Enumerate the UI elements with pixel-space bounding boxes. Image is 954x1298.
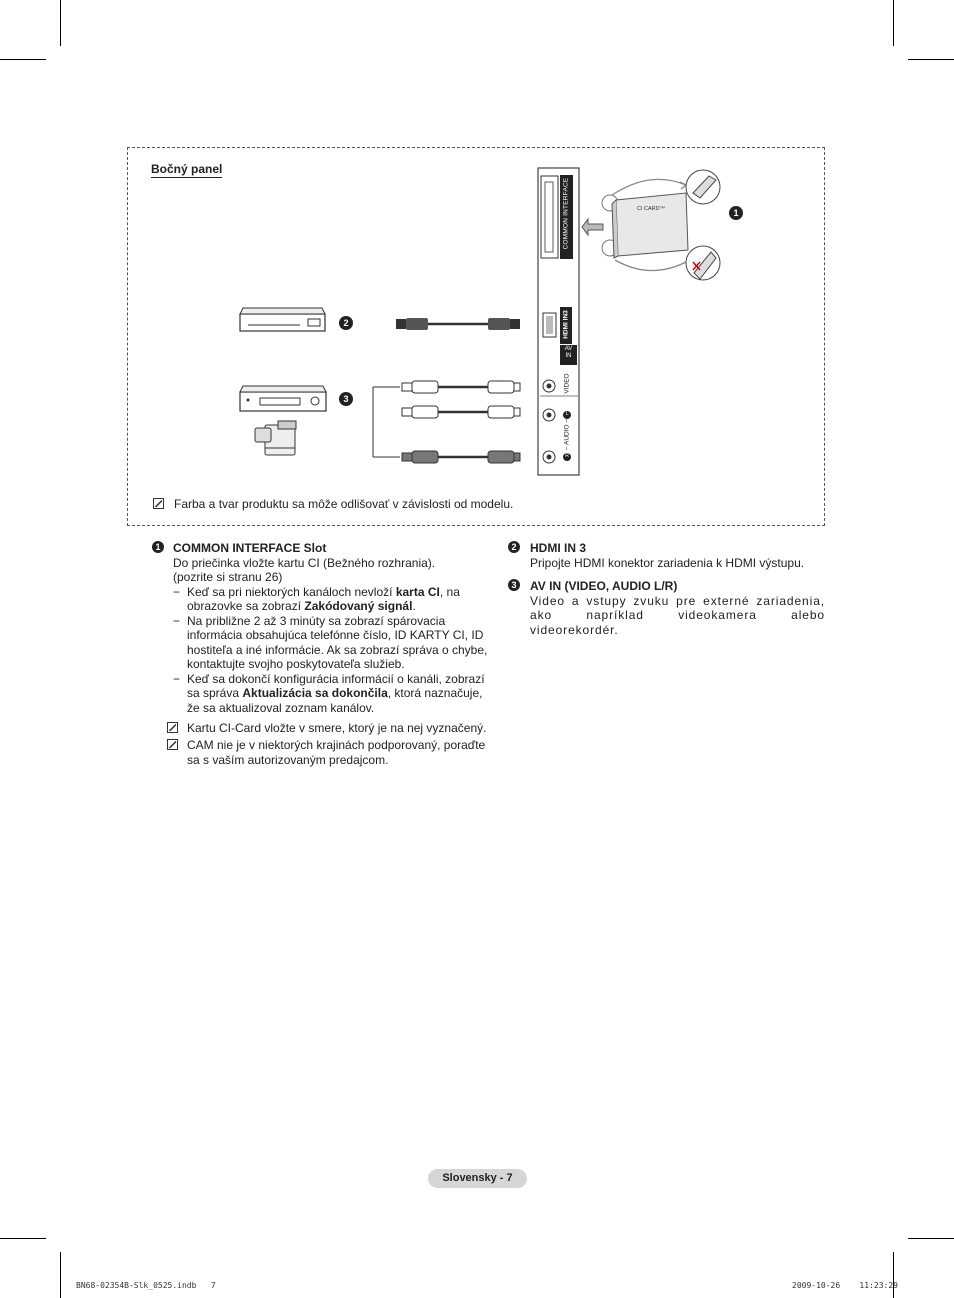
item-3-number: 3 [508, 579, 520, 591]
hdmi-port-label: HDMI IN3 [562, 310, 570, 339]
dash: − [173, 671, 181, 686]
rca-video [401, 380, 521, 394]
video-port-label: VIDEO [563, 373, 571, 394]
audio-port-label: – AUDIO – [563, 418, 571, 451]
date-slug: 2009-10-26 11:23:29 [792, 1281, 898, 1290]
ci-card-illustration [581, 169, 721, 281]
item-1-note-2: CAM nie je v niektorých krajinách podpor… [187, 738, 486, 767]
item-2-block: HDMI IN 3 Pripojte HDMI konektor zariade… [530, 541, 825, 570]
item-2-number: 2 [508, 541, 520, 553]
frame-note: Farba a tvar produktu sa môže odlišovať … [174, 497, 514, 511]
side-panel [537, 167, 580, 476]
camcorder-illustration [254, 420, 297, 456]
callout-2: 2 [343, 318, 349, 328]
av-in-label: AV IN [564, 346, 573, 359]
rca-audio-l [401, 405, 521, 419]
crop-mark [893, 1252, 894, 1298]
file-slug: BN68-02354B-Slk_0525.indb 7 [76, 1281, 216, 1290]
common-interface-label: COMMON INTERFACE [562, 177, 570, 250]
note-icon [167, 739, 178, 750]
ci-card-label: CI CARD™ [637, 206, 666, 212]
rca-cables [372, 380, 521, 464]
page-number-badge: Slovensky - 7 [428, 1169, 527, 1188]
section-title: Bočný panel [151, 162, 223, 178]
crop-mark [893, 0, 894, 46]
item-3-text: Video a vstupy zvuku pre externé zariade… [530, 593, 825, 637]
audio-right-label: R [565, 453, 569, 459]
crop-mark [60, 1252, 61, 1298]
item-1-line2: (pozrite si stranu 26) [173, 570, 283, 584]
hdmi-cable [396, 318, 520, 330]
crop-mark [908, 1238, 954, 1239]
list-item: − Keď sa pri niektorých kanáloch nevloží… [173, 584, 460, 614]
item-1-block: COMMON INTERFACE Slot Do priečinka vložt… [173, 541, 498, 715]
dash: − [173, 613, 181, 628]
diagram-frame [127, 147, 825, 526]
dash: − [173, 584, 181, 599]
rca-audio-r [401, 450, 521, 464]
item-1-note-1: Kartu CI-Card vložte v smere, ktorý je n… [187, 721, 487, 735]
dvd-player-illustration [239, 307, 326, 332]
crop-mark [0, 1238, 46, 1239]
connection-diagram [239, 167, 743, 476]
list-item: − Keď sa dokončí konfigurácia informácií… [173, 671, 485, 715]
crop-mark [0, 59, 46, 60]
item-2-text: Pripojte HDMI konektor zariadenia k HDMI… [530, 555, 805, 570]
callout-1: 1 [733, 208, 739, 218]
list-item: − Na približne 2 až 3 minúty sa zobrazí … [173, 613, 488, 672]
item-1-heading: COMMON INTERFACE Slot [173, 541, 327, 555]
callout-3: 3 [343, 394, 349, 404]
crop-mark [60, 0, 61, 46]
item-1-number: 1 [152, 541, 164, 553]
audio-left-label: L [565, 411, 569, 417]
item-3-block: AV IN (VIDEO, AUDIO L/R) Video a vstupy … [530, 579, 825, 637]
item-2-heading: HDMI IN 3 [530, 541, 587, 555]
item-1-line1: Do priečinka vložte kartu CI (Bežného ro… [173, 555, 436, 570]
crop-mark [908, 59, 954, 60]
vcr-illustration [239, 385, 327, 412]
item-3-heading: AV IN (VIDEO, AUDIO L/R) [530, 579, 678, 593]
note-icon [167, 722, 178, 733]
note-icon [153, 498, 164, 509]
